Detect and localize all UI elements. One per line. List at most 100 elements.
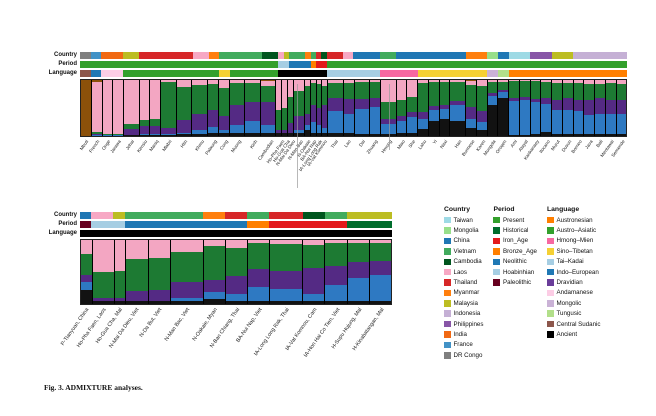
ancestry-segment: [144, 80, 150, 121]
annotation-segment: [583, 70, 595, 77]
ancestry-segment: [423, 112, 428, 120]
legend-item: Sino–Tibetan: [547, 246, 601, 256]
ancestry-segment: [589, 84, 594, 101]
legend-item: Cambodia: [444, 257, 483, 267]
ancestry-segment: [214, 246, 225, 280]
population-label: Kinh: [248, 139, 259, 150]
ancestry-segment: [503, 90, 508, 93]
ancestry-segment: [212, 80, 218, 84]
admixture-bar: [322, 80, 328, 136]
ancestry-segment: [155, 134, 161, 136]
annotation-segment: [202, 230, 225, 237]
population-label: Htin: [179, 139, 189, 149]
admixture-bar: [155, 80, 161, 136]
ancestry-segment: [428, 80, 434, 83]
ancestry-segment: [444, 109, 450, 120]
ancestry-segment: [144, 134, 150, 135]
ancestry-segment: [470, 107, 476, 119]
ancestry-segment: [595, 80, 600, 84]
ancestry-segment: [466, 80, 471, 86]
population-group: [315, 80, 322, 136]
ancestry-segment: [396, 116, 402, 121]
ancestry-segment: [291, 243, 303, 271]
admixture-bar: [375, 80, 380, 136]
annotation-segment: [326, 61, 343, 68]
ancestry-segment: [439, 80, 445, 83]
annotation-segment: [353, 70, 370, 77]
admixture-bar: [562, 80, 568, 136]
ancestry-segment: [524, 96, 530, 100]
ancestry-segment: [254, 101, 260, 121]
ancestry-segment: [492, 80, 498, 83]
ancestry-segment: [381, 133, 386, 136]
population-label: Oroqen: [494, 139, 508, 155]
ancestry-segment: [294, 80, 299, 92]
admixture-bar: [159, 240, 170, 304]
legend-swatch: [493, 248, 500, 255]
population-label: Palaung: [204, 139, 219, 156]
ancestry-segment: [541, 132, 547, 136]
ancestry-segment: [418, 80, 423, 84]
ancestry-segment: [567, 109, 573, 134]
admixture-bar: [380, 240, 392, 304]
legend-swatch: [547, 268, 554, 276]
ancestry-segment: [358, 240, 369, 244]
ancestry-segment: [450, 81, 456, 101]
admixture-bar: [124, 80, 129, 136]
admixture-bar: [584, 80, 590, 136]
legend-item: Central Sudanic: [547, 319, 601, 329]
admixture-bar: [359, 80, 365, 136]
admixture-bar: [325, 240, 337, 305]
ancestry-segment: [161, 82, 166, 129]
ancestry-segment: [599, 80, 605, 84]
ancestry-segment: [470, 127, 476, 137]
ancestry-segment: [385, 133, 391, 136]
ancestry-segment: [234, 124, 240, 134]
population-group: [149, 80, 161, 136]
ancestry-segment: [144, 126, 150, 135]
admixture-bar: [96, 80, 102, 136]
ancestry-segment: [407, 80, 413, 97]
legend-swatch: [444, 341, 451, 349]
annotation-segment: [380, 70, 397, 77]
ancestry-segment: [303, 245, 314, 269]
ancestry-segment: [234, 83, 240, 105]
ancestry-segment: [509, 97, 514, 102]
admixture-bar: [423, 80, 428, 136]
ancestry-segment: [161, 134, 166, 136]
ancestry-segment: [139, 134, 145, 136]
annotation-segment: [91, 230, 114, 237]
population-label: French: [87, 139, 101, 154]
ancestry-segment: [202, 80, 207, 86]
admixture-bar: [276, 80, 282, 136]
legend-item: Mongolia: [444, 225, 483, 235]
population-label: Bali: [595, 139, 605, 149]
ancestry-segment: [439, 82, 445, 105]
ancestry-segment: [81, 289, 92, 304]
ancestry-segment: [621, 80, 627, 84]
admixture-bar: [225, 240, 237, 304]
population-label: Jarawa: [109, 139, 122, 155]
population-label: Java: [583, 139, 594, 150]
population-group: [438, 80, 450, 136]
ancestry-segment: [444, 82, 450, 105]
ancestry-segment: [270, 300, 281, 304]
ancestry-segment: [276, 130, 282, 134]
population-group: [615, 80, 627, 136]
annotation-segment: [551, 70, 563, 77]
legend-item: Neolithic: [493, 257, 537, 267]
ancestry-segment: [126, 240, 138, 260]
legend-item: Myanmar: [444, 288, 483, 298]
ancestry-segment: [124, 123, 129, 129]
ancestry-segment: [254, 82, 260, 102]
annotation-segment: [80, 70, 91, 77]
ancestry-segment: [343, 99, 349, 114]
annotation-labels-column: Country Period Language: [40, 52, 80, 189]
ancestry-segment: [245, 120, 250, 134]
ancestry-segment: [170, 240, 182, 252]
legend-swatch: [493, 268, 500, 276]
ancestry-segment: [530, 80, 536, 82]
ancestry-segment: [118, 135, 123, 136]
annotation-segment: [498, 52, 509, 59]
